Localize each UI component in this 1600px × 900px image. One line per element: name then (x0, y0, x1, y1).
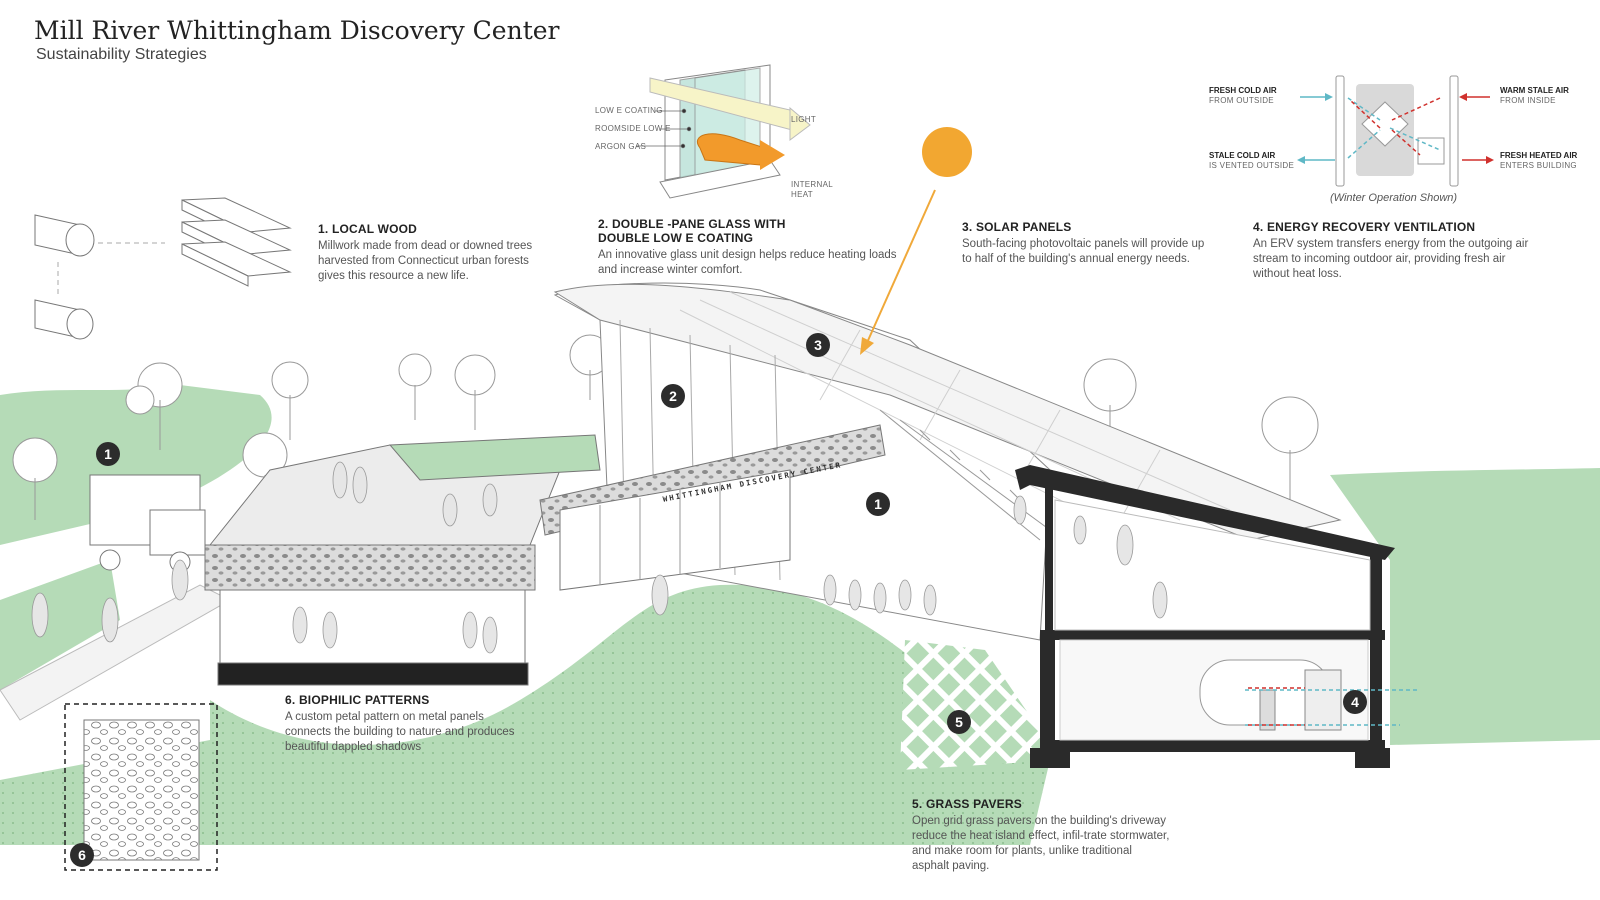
label-is-vented-outside: IS VENTED OUTSIDE (1209, 161, 1295, 170)
label-fresh-heated-air: FRESH HEATED AIR (1500, 151, 1578, 160)
label-enters-building: ENTERS BUILDING (1500, 161, 1577, 170)
label-roomside-low-e: ROOMSIDE LOW E (595, 124, 671, 133)
strategy-local-wood: 1. LOCAL WOOD Millwork made from dead or… (318, 222, 558, 284)
strategy-body: An innovative glass unit design helps re… (598, 249, 897, 276)
strategy-biophilic-patterns: 6. BIOPHILIC PATTERNS A custom petal pat… (285, 693, 515, 755)
strategy-heading: 1. LOCAL WOOD (318, 222, 418, 236)
section-roof (1015, 465, 1395, 560)
label-heat: HEAT (791, 190, 813, 199)
strategy-heading: 4. ENERGY RECOVERY VENTILATION (1253, 220, 1476, 234)
sun (922, 127, 972, 177)
marker-solar: 3 (806, 333, 830, 357)
marker-erv: 4 (1343, 690, 1367, 714)
strategy-body: Millwork made from dead or downed trees … (318, 240, 533, 282)
marker-local-wood: 1 (96, 442, 120, 466)
strategy-energy-recovery: 4. ENERGY RECOVERY VENTILATION An ERV sy… (1253, 220, 1543, 282)
strategy-heading: 6. BIOPHILIC PATTERNS (285, 693, 430, 707)
label-argon-gas: ARGON GAS (595, 142, 647, 151)
label-internal: INTERNAL (791, 180, 833, 189)
strategy-body: Open grid grass pavers on the building's… (912, 815, 1170, 872)
solar-roof (553, 283, 1342, 541)
strategy-grass-pavers: 5. GRASS PAVERS Open grid grass pavers o… (912, 797, 1172, 874)
marker-biophilic: 6 (70, 843, 94, 867)
marker-glass: 2 (661, 384, 685, 408)
grass-right (1330, 468, 1600, 745)
grass-pavers (900, 640, 1060, 770)
marker-grass-pavers: 5 (947, 710, 971, 734)
grass-left-low (0, 560, 120, 690)
page-subtitle: Sustainability Strategies (36, 46, 207, 63)
grass-foreground (0, 584, 1050, 845)
label-from-inside: FROM INSIDE (1500, 96, 1556, 105)
strategy-heading: 3. SOLAR PANELS (962, 220, 1072, 234)
strategy-body: An ERV system transfers energy from the … (1253, 238, 1529, 280)
page-title: Mill River Whittingham Discovery Center (34, 16, 560, 45)
strategy-heading: 5. GRASS PAVERS (912, 797, 1022, 811)
label-from-outside: FROM OUTSIDE (1209, 96, 1274, 105)
erv-caption: (Winter Operation Shown) (1330, 192, 1458, 204)
strategy-body: South-facing photovoltaic panels will pr… (962, 238, 1205, 265)
label-stale-cold-air: STALE COLD AIR (1209, 151, 1276, 160)
strategy-heading: 2. DOUBLE -PANE GLASS WITH DOUBLE LOW E … (598, 217, 786, 245)
label-light: LIGHT (791, 115, 817, 124)
marker-local-wood-interior: 1 (866, 492, 890, 516)
grass-left (0, 385, 272, 545)
label-fresh-cold-air: FRESH COLD AIR (1209, 86, 1277, 95)
label-warm-stale-air: WARM STALE AIR (1500, 86, 1569, 95)
strategy-solar-panels: 3. SOLAR PANELS South-facing photovoltai… (962, 220, 1212, 267)
strategy-double-pane-glass: 2. DOUBLE -PANE GLASS WITH DOUBLE LOW E … (598, 217, 898, 278)
strategy-body: A custom petal pattern on metal panels c… (285, 711, 515, 753)
label-low-e-coating: LOW E COATING (595, 106, 663, 115)
